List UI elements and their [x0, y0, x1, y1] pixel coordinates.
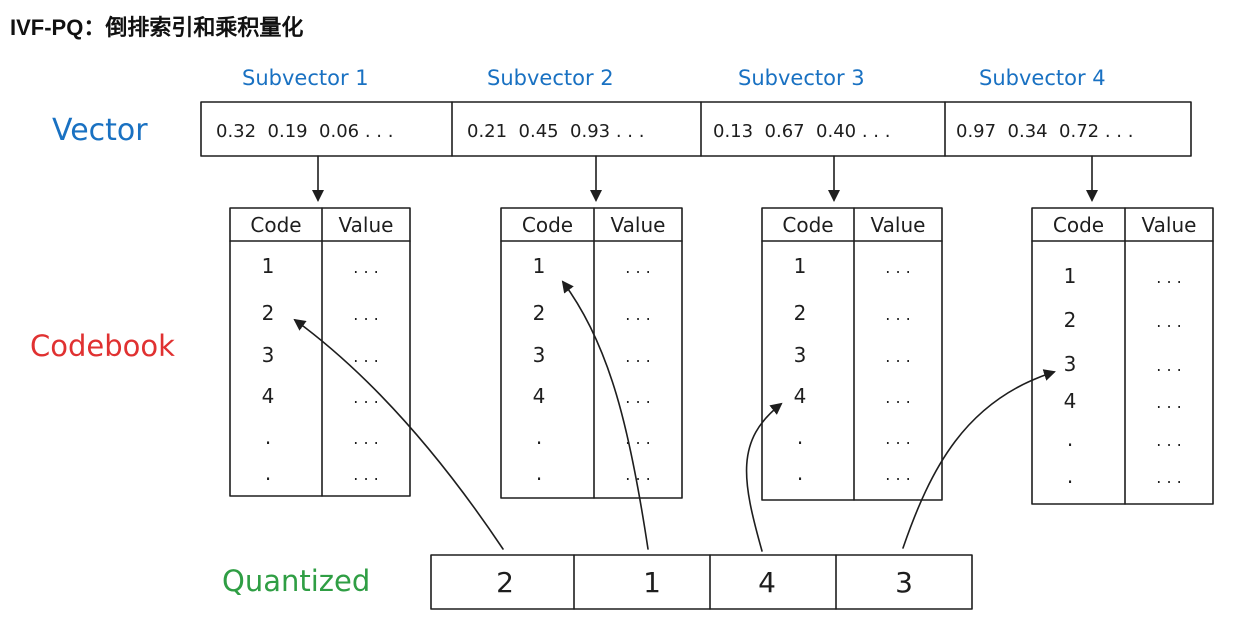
- codebook-value-cell: . . .: [625, 258, 650, 277]
- subvector-2-label: Subvector 2: [487, 66, 614, 90]
- value-header: Value: [611, 213, 666, 237]
- subvector-1-label: Subvector 1: [242, 66, 369, 90]
- codebook-code-cell: 1: [533, 254, 546, 278]
- mapping-arrow-1: [293, 318, 504, 550]
- value-header: Value: [339, 213, 394, 237]
- quantized-box: [430, 554, 973, 610]
- codebook-code-cell: 4: [1064, 389, 1077, 413]
- codebook-value-cell: . . .: [625, 388, 650, 407]
- value-header: Value: [1142, 213, 1197, 237]
- codebook-value-cell: . . .: [625, 347, 650, 366]
- codebook-code-cell: 1: [794, 254, 807, 278]
- quantized-label: Quantized: [222, 564, 370, 598]
- codebook-value-cell: . . .: [353, 347, 378, 366]
- codebook-code-cell: .: [265, 461, 271, 485]
- codebook-value-cell: . . .: [1156, 356, 1181, 375]
- codebook-code-cell: .: [797, 425, 803, 449]
- subvector-1-values: 0.32 0.19 0.06 . . .: [216, 121, 393, 142]
- codebook-value-cell: . . .: [1156, 468, 1181, 487]
- codebook-value-cell: . . .: [353, 429, 378, 448]
- value-header: Value: [871, 213, 926, 237]
- mapping-arrow-3: [745, 402, 783, 552]
- codebook-value-cell: . . .: [625, 305, 650, 324]
- codebook-code-cell: 1: [262, 254, 275, 278]
- codebook-code-cell: 2: [1064, 308, 1077, 332]
- code-header: Code: [522, 213, 573, 237]
- mapping-arrow-2: [561, 280, 649, 550]
- codebook-code-cell: .: [536, 461, 542, 485]
- subvector-4-label: Subvector 4: [979, 66, 1106, 90]
- codebook-value-cell: . . .: [353, 465, 378, 484]
- codebook-code-cell: 2: [533, 301, 546, 325]
- codebook-value-cell: . . .: [1156, 268, 1181, 287]
- codebook-value-cell: . . .: [625, 465, 650, 484]
- codebook-code-cell: 3: [533, 343, 546, 367]
- subvector-3-values: 0.13 0.67 0.40 . . .: [713, 121, 890, 142]
- code-header: Code: [250, 213, 301, 237]
- subvector-3-label: Subvector 3: [738, 66, 865, 90]
- codebook-table-2: Code Value 1 . . . 2 . . . 3 . . . 4 . . .. . . ..…: [500, 207, 683, 499]
- codebook-code-cell: 2: [262, 301, 275, 325]
- codebook-code-cell: 4: [262, 384, 275, 408]
- codebook-value-cell: . . .: [625, 429, 650, 448]
- codebook-code-cell: 4: [794, 384, 807, 408]
- page-title: IVF-PQ：倒排索引和乘积量化: [10, 15, 304, 40]
- codebook-value-cell: . . .: [1156, 393, 1181, 412]
- subvector-4-values: 0.97 0.34 0.72 . . .: [956, 121, 1133, 142]
- codebook-label: Codebook: [30, 329, 175, 363]
- code-header: Code: [1053, 213, 1104, 237]
- codebook-code-cell: 2: [794, 301, 807, 325]
- subvector-2-values: 0.21 0.45 0.93 . . .: [467, 121, 644, 142]
- codebook-code-cell: 3: [794, 343, 807, 367]
- codebook-value-cell: . . .: [353, 388, 378, 407]
- codebook-table-4: Code Value 1 . . . 2 . . . 3 . . . 4 . . .. . . ..…: [1031, 207, 1214, 505]
- codebook-code-cell: .: [265, 425, 271, 449]
- codebook-code-cell: 3: [262, 343, 275, 367]
- codebook-value-cell: . . .: [885, 258, 910, 277]
- quantized-code-1: 2: [496, 566, 514, 599]
- quantized-code-4: 3: [895, 566, 913, 599]
- codebook-value-cell: . . .: [1156, 431, 1181, 450]
- mapping-arrow-4: [902, 369, 1056, 549]
- codebook-code-cell: 3: [1064, 352, 1077, 376]
- codebook-value-cell: . . .: [885, 388, 910, 407]
- codebook-value-cell: . . .: [353, 305, 378, 324]
- codebook-code-cell: 1: [1064, 264, 1077, 288]
- codebook-value-cell: . . .: [1156, 312, 1181, 331]
- codebook-value-cell: . . .: [353, 258, 378, 277]
- quantized-code-2: 1: [643, 566, 661, 599]
- codebook-table-1: Code Value 1 . . . 2 . . . 3 . . . 4 . . .. . . ..…: [229, 207, 411, 497]
- codebook-value-cell: . . .: [885, 465, 910, 484]
- codebook-code-cell: .: [1067, 464, 1073, 488]
- codebook-value-cell: . . .: [885, 347, 910, 366]
- codebook-code-cell: 4: [533, 384, 546, 408]
- codebook-code-cell: .: [1067, 427, 1073, 451]
- codebook-code-cell: .: [797, 461, 803, 485]
- vector-box: [200, 101, 1192, 157]
- codebook-value-cell: . . .: [885, 305, 910, 324]
- codebook-code-cell: .: [536, 425, 542, 449]
- code-header: Code: [782, 213, 833, 237]
- codebook-value-cell: . . .: [885, 429, 910, 448]
- codebook-table-3: Code Value 1 . . . 2 . . . 3 . . . 4 . . .. . . ..…: [761, 207, 943, 501]
- vector-label: Vector: [52, 113, 148, 148]
- quantized-code-3: 4: [758, 566, 776, 599]
